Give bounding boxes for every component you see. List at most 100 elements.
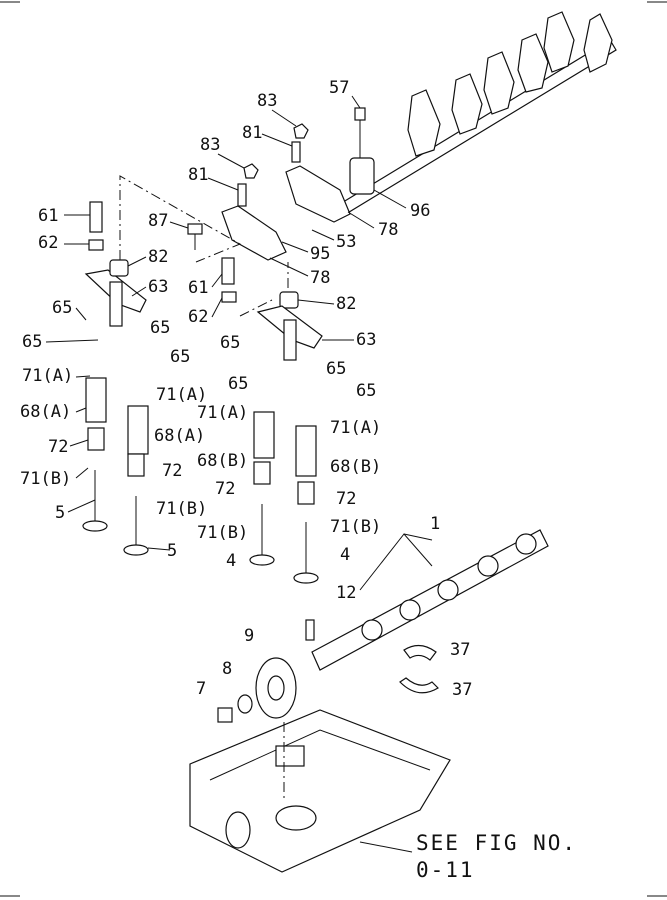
label-65-g: 65 bbox=[228, 374, 248, 394]
cylinder-head bbox=[189, 709, 451, 873]
seal-72-right-1 bbox=[253, 461, 271, 485]
nut-83-upper bbox=[293, 123, 309, 139]
label-95: 95 bbox=[310, 244, 330, 264]
label-5-right: 5 bbox=[167, 541, 177, 561]
see-fig-line-1: SEE FIG NO. bbox=[416, 831, 577, 855]
rocker-arm-5 bbox=[451, 73, 483, 135]
spring-68-a-1 bbox=[85, 377, 107, 423]
label-65-e: 65 bbox=[220, 333, 240, 353]
bolt-57 bbox=[354, 107, 366, 158]
label-5-left: 5 bbox=[55, 503, 65, 523]
washer-8 bbox=[237, 694, 253, 714]
label-9: 9 bbox=[244, 626, 254, 646]
label-71-a-4: 71(A) bbox=[330, 418, 381, 438]
label-65-b: 65 bbox=[150, 318, 170, 338]
label-65-h: 65 bbox=[356, 381, 376, 401]
label-81-upper: 81 bbox=[242, 123, 262, 143]
label-82-right: 82 bbox=[336, 294, 356, 314]
camshaft-leader-1 bbox=[359, 533, 433, 591]
screw-81-lower bbox=[237, 183, 247, 207]
label-65-a: 65 bbox=[52, 298, 72, 318]
seal-72-left-2 bbox=[127, 453, 145, 477]
camshaft bbox=[311, 529, 549, 671]
label-4-left: 4 bbox=[226, 551, 236, 571]
label-71-b-3: 71(B) bbox=[197, 523, 248, 543]
bracket-96 bbox=[349, 157, 375, 195]
rocker-arm-6 bbox=[407, 89, 441, 157]
nut-62-right bbox=[221, 291, 237, 303]
label-71-a-3: 71(A) bbox=[197, 403, 248, 423]
rocker-arm-4 bbox=[483, 51, 515, 115]
label-68-b-2: 68(B) bbox=[330, 457, 381, 477]
label-8: 8 bbox=[222, 659, 232, 679]
label-62-left: 62 bbox=[38, 233, 58, 253]
label-37-lower: 37 bbox=[452, 680, 472, 700]
nut-62-left bbox=[88, 239, 104, 251]
label-61-right: 61 bbox=[188, 278, 208, 298]
label-78-upper: 78 bbox=[378, 220, 398, 240]
spring-68-a-2 bbox=[127, 405, 149, 455]
bearing-37-lower bbox=[399, 677, 439, 694]
rocker-arm-1 bbox=[583, 13, 613, 73]
label-78-lower: 78 bbox=[310, 268, 330, 288]
bridge-63-right bbox=[256, 305, 323, 361]
label-71-b-4: 71(B) bbox=[330, 517, 381, 537]
label-62-right: 62 bbox=[188, 307, 208, 327]
rocker-arm-2 bbox=[543, 11, 575, 73]
spring-61-left bbox=[89, 201, 103, 233]
gear-9 bbox=[255, 657, 297, 719]
label-71-a-2: 71(A) bbox=[156, 385, 207, 405]
seal-72-right-2 bbox=[297, 481, 315, 505]
label-82-left: 82 bbox=[148, 247, 168, 267]
label-61-left: 61 bbox=[38, 206, 58, 226]
bolt-87 bbox=[187, 223, 203, 250]
rocker-arm-3 bbox=[517, 33, 549, 93]
nut-83-lower bbox=[243, 163, 259, 179]
label-83-lower: 83 bbox=[200, 135, 220, 155]
bolt-7 bbox=[217, 707, 233, 723]
spring-68-b-2 bbox=[295, 425, 317, 477]
cap-82-left bbox=[109, 259, 129, 277]
valve-5-2 bbox=[123, 496, 149, 556]
seal-72-left-1 bbox=[87, 427, 105, 451]
pin-12 bbox=[305, 619, 315, 641]
screw-81-upper bbox=[291, 141, 301, 163]
label-72-left-1: 72 bbox=[48, 437, 68, 457]
label-53: 53 bbox=[336, 232, 356, 252]
leader-lines bbox=[45, 95, 407, 551]
valve-train-left bbox=[82, 201, 149, 556]
cap-82-right bbox=[279, 291, 299, 309]
valve-4-2 bbox=[293, 522, 319, 584]
label-72-right-2: 72 bbox=[336, 489, 356, 509]
valve-4-1 bbox=[249, 504, 275, 566]
valve-train-right bbox=[221, 257, 323, 584]
label-1: 1 bbox=[430, 514, 440, 534]
label-37-upper: 37 bbox=[450, 640, 470, 660]
label-71-b-1: 71(B) bbox=[20, 469, 71, 489]
label-81-lower: 81 bbox=[188, 165, 208, 185]
label-12: 12 bbox=[336, 583, 356, 603]
see-fig-line-2: 0-11 bbox=[416, 858, 475, 882]
label-71-a-1: 71(A) bbox=[22, 366, 73, 386]
label-65-d: 65 bbox=[170, 347, 190, 367]
label-7: 7 bbox=[196, 679, 206, 699]
bearing-37-upper bbox=[403, 644, 437, 661]
rocker-shaft-assembly bbox=[187, 11, 617, 261]
label-72-left-2: 72 bbox=[162, 461, 182, 481]
label-83-upper: 83 bbox=[257, 91, 277, 111]
rocker-arm-8 bbox=[221, 205, 287, 261]
label-65-c: 65 bbox=[22, 332, 42, 352]
rocker-arm-7 bbox=[285, 165, 351, 223]
label-63-left: 63 bbox=[148, 277, 168, 297]
label-96: 96 bbox=[410, 201, 430, 221]
label-68-a-1: 68(A) bbox=[20, 402, 71, 422]
label-68-b-1: 68(B) bbox=[197, 451, 248, 471]
spring-61-right bbox=[221, 257, 235, 285]
label-71-b-2: 71(B) bbox=[156, 499, 207, 519]
valve-5-1 bbox=[82, 470, 108, 532]
label-72-right-1: 72 bbox=[215, 479, 235, 499]
label-4-right: 4 bbox=[340, 545, 350, 565]
part-labels: 57 83 81 83 81 96 78 53 87 95 78 61 62 8… bbox=[20, 78, 472, 700]
